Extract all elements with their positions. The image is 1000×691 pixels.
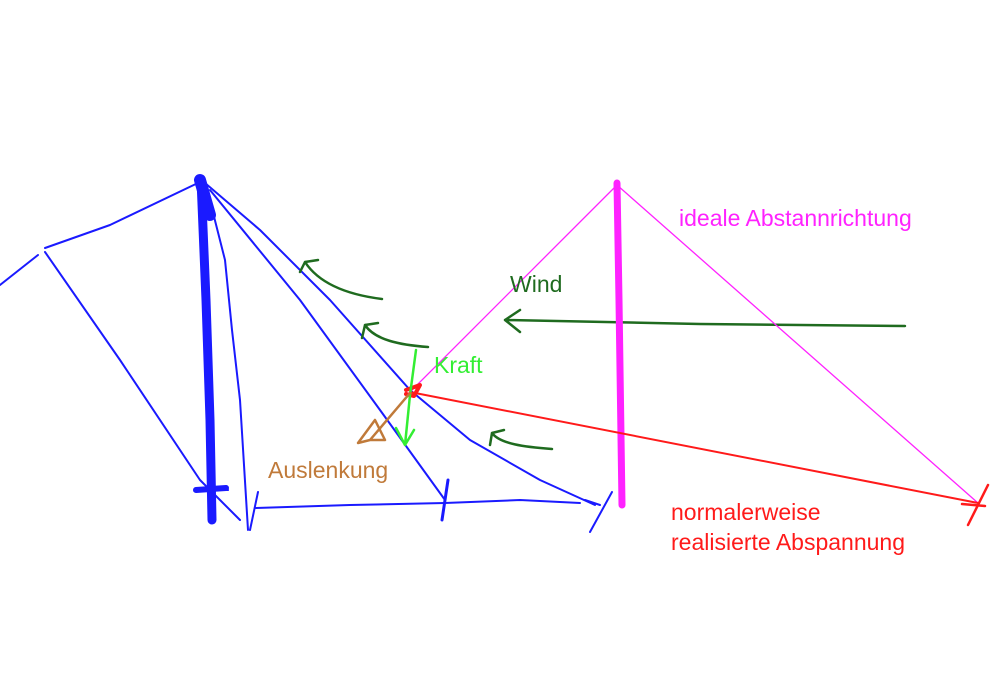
blue-peg-1 <box>249 491 259 531</box>
deflection-label: Auslenkung <box>268 457 389 483</box>
blue-left-guy-line <box>44 251 241 521</box>
blue-diagonal-line <box>209 189 446 501</box>
force-label: Kraft <box>434 352 483 378</box>
red-peg <box>960 483 990 527</box>
blue-mast <box>196 175 217 525</box>
wind-arrow <box>503 308 907 334</box>
blue-mast-foot <box>193 485 229 493</box>
ideal-direction-label: ideale Abstannrichtung <box>679 205 912 231</box>
magenta-ideal-guy-left <box>409 184 618 393</box>
deflection-arrow <box>356 391 412 445</box>
magenta-ideal-guy-right <box>616 184 979 504</box>
blue-tent-structure <box>0 174 613 533</box>
force-arrow <box>394 348 418 447</box>
blue-peg-2 <box>440 478 450 522</box>
blue-peg-3 <box>584 491 613 533</box>
wind-swirl-arrow-3 <box>488 428 554 451</box>
magenta-mast <box>613 179 626 509</box>
wind-swirl-arrows <box>298 258 907 451</box>
normal-guy-label-line2: realisierte Abspannung <box>671 529 905 555</box>
magenta-mast-structure <box>409 179 979 509</box>
blue-inner-line <box>205 184 249 531</box>
red-guy-line <box>409 391 979 504</box>
blue-mast-head <box>194 174 216 221</box>
wind-swirl-arrow-2 <box>360 321 430 349</box>
blue-left-roof-line <box>0 181 201 286</box>
wind-swirl-arrow-1 <box>298 258 384 301</box>
wind-label: Wind <box>510 271 563 297</box>
normal-guy-label-line1: normalerweise <box>671 499 821 525</box>
